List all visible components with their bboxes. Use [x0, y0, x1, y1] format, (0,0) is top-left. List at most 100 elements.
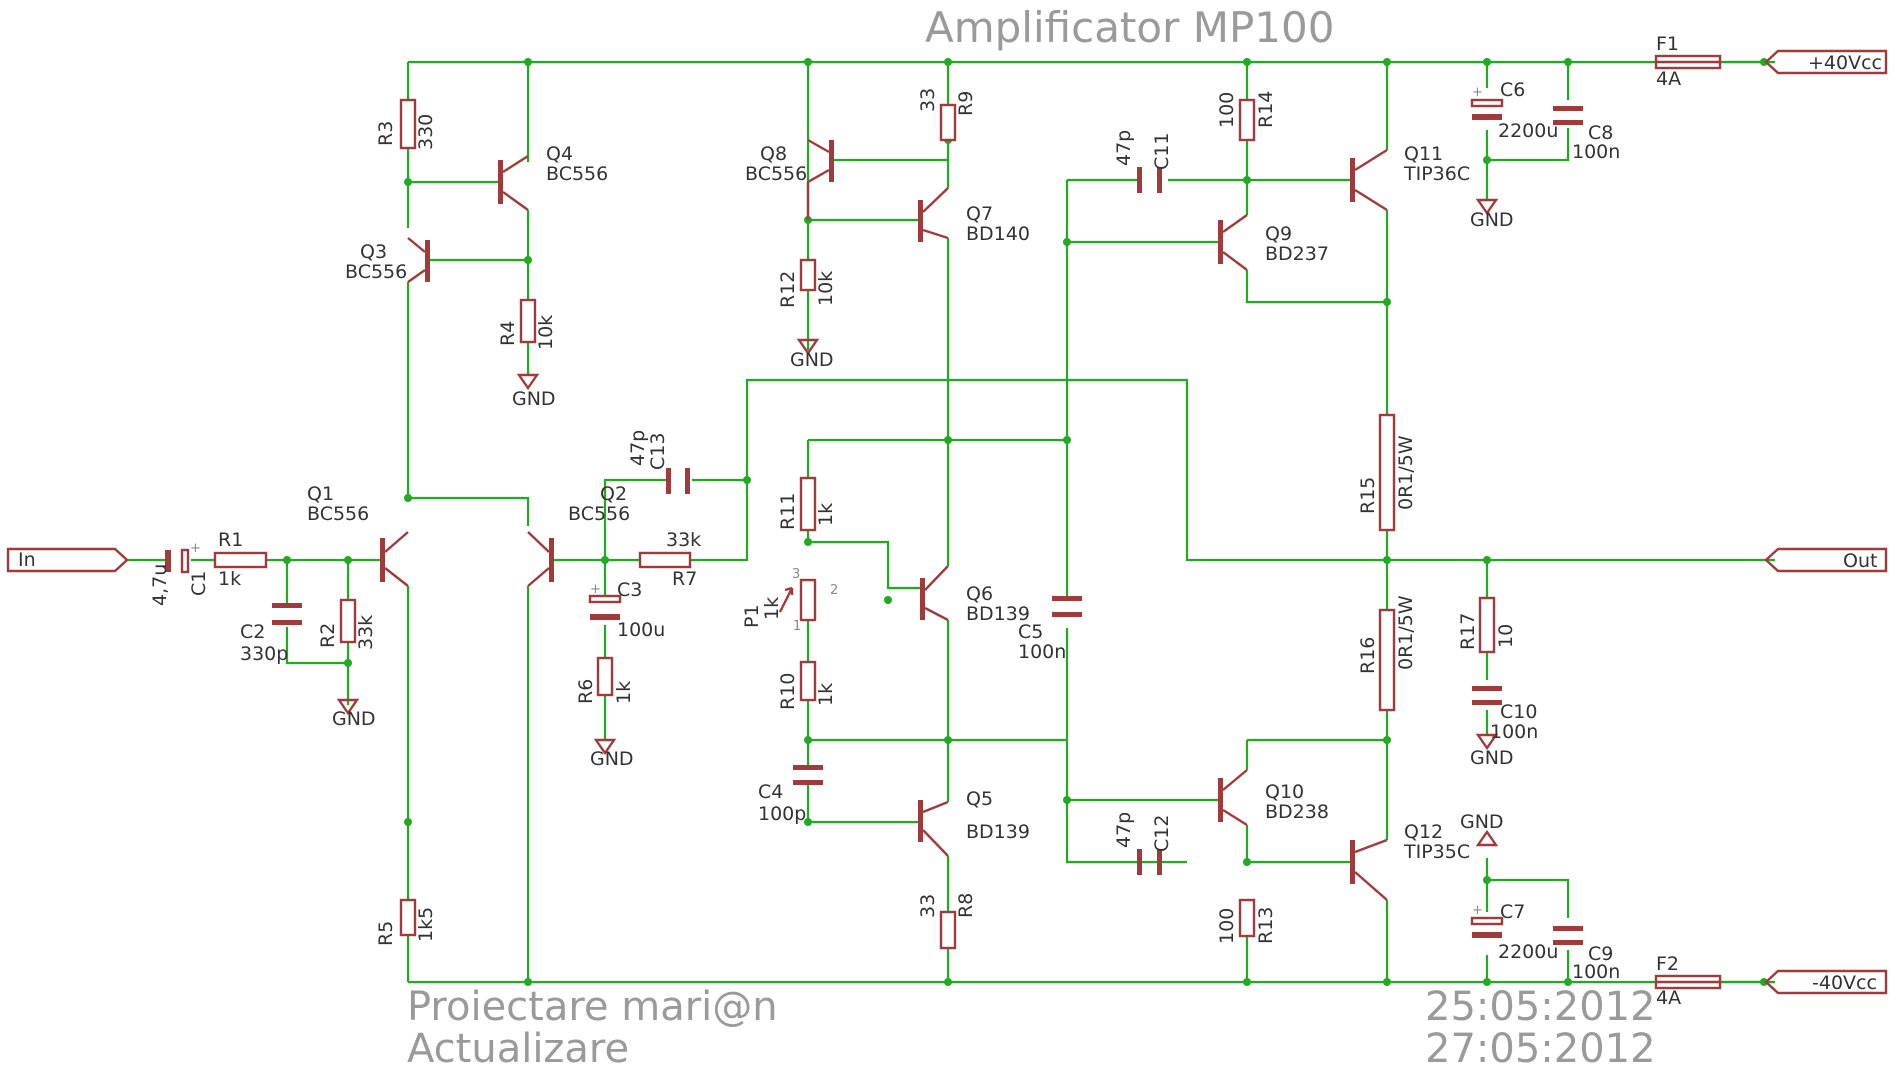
capacitor-c3: +	[588, 582, 622, 620]
c4-name: C4	[758, 781, 783, 803]
junctions	[283, 58, 1768, 986]
r7-name: R7	[672, 568, 697, 590]
transistor-q6	[920, 565, 949, 622]
capacitor-c1: +	[165, 541, 201, 574]
c13-value: 47p	[627, 430, 649, 466]
transistor-q5	[918, 800, 949, 857]
q7-value: BD140	[966, 223, 1030, 245]
p1-name: P1	[741, 604, 763, 628]
port-out-label: Out	[1843, 550, 1877, 572]
resistor-r15	[1378, 413, 1396, 532]
port-out	[1764, 547, 1888, 573]
transistor-q3	[407, 237, 430, 283]
capacitor-c2	[272, 603, 302, 625]
r13-name: R13	[1255, 907, 1277, 944]
q4-value: BC556	[546, 163, 608, 185]
q6-name: Q6	[966, 583, 993, 605]
capacitor-c4	[793, 765, 823, 785]
fuse-f1-name: F1	[1656, 33, 1679, 55]
capacitor-c8	[1553, 106, 1583, 125]
gnd-label: GND	[790, 349, 834, 371]
fuse-f1-value: 4A	[1656, 68, 1681, 90]
ground-symbols	[336, 198, 1499, 847]
labels: Amplificator MP100 In Out +40Vcc -40Vcc …	[18, 3, 1882, 1072]
q2-value: BC556	[568, 503, 630, 525]
footer-author: Proiectare mari@n	[407, 984, 778, 1030]
wires	[125, 60, 1775, 984]
gnd-icon	[516, 373, 540, 391]
q12-name: Q12	[1404, 821, 1443, 843]
gnd-icon	[593, 738, 617, 756]
c7-name: C7	[1500, 901, 1525, 923]
r10-name: R10	[777, 673, 799, 710]
q6-value: BD139	[966, 603, 1030, 625]
gnd-icon	[796, 338, 820, 356]
c12-value: 47p	[1113, 812, 1135, 848]
r4-name: R4	[497, 321, 519, 346]
port-in	[6, 547, 129, 573]
resistor-r14	[1238, 98, 1256, 142]
resistor-r3	[399, 98, 417, 150]
q3-value: BC556	[345, 261, 407, 283]
q5-name: Q5	[966, 788, 993, 810]
resistor-r9	[939, 103, 957, 142]
resistor-r8	[939, 910, 957, 950]
q4-name: Q4	[546, 143, 573, 165]
gnd-label: GND	[1460, 811, 1504, 833]
r6-value: 1k	[613, 681, 635, 704]
transistor-q2	[527, 531, 554, 587]
resistor-r6	[596, 656, 614, 697]
potentiometer-p1	[799, 578, 817, 622]
r17-value: 10	[1495, 624, 1517, 648]
r3-value: 330	[415, 114, 437, 150]
r9-name: R9	[955, 91, 977, 116]
r9-value: 33	[917, 88, 939, 112]
c8-value: 100n	[1572, 141, 1620, 163]
q8-value: BC556	[745, 163, 807, 185]
r8-name: R8	[955, 893, 977, 918]
r8-value: 33	[917, 894, 939, 918]
transistor-q8	[806, 138, 834, 220]
transistor-q12	[1350, 838, 1388, 901]
r10-value: 1k	[815, 683, 837, 706]
r12-value: 10k	[815, 271, 837, 306]
port-vpos-label: +40Vcc	[1808, 52, 1882, 74]
q12-value: TIP35C	[1403, 841, 1470, 863]
transistor-q4	[498, 154, 529, 211]
port-in-label: In	[18, 549, 36, 571]
footer-update-label: Actualizare	[407, 1026, 629, 1072]
capacitor-c11	[1137, 167, 1162, 193]
r6-name: R6	[575, 679, 597, 704]
resistor-r12	[799, 258, 817, 292]
resistor-r4	[519, 298, 537, 344]
c2-value: 330p	[240, 643, 288, 665]
r2-value: 33k	[355, 615, 377, 650]
q8-name: Q8	[760, 143, 787, 165]
q3-name: Q3	[360, 241, 387, 263]
resistors	[213, 98, 1496, 950]
resistor-r7	[638, 551, 692, 569]
transistors	[380, 138, 1388, 901]
transistor-q11	[1350, 148, 1388, 212]
q11-name: Q11	[1404, 143, 1443, 165]
r1-name: R1	[218, 529, 243, 551]
gnd-label: GND	[1470, 209, 1514, 231]
svg-text:+: +	[590, 582, 601, 597]
q11-value: TIP36C	[1403, 163, 1470, 185]
c2-name: C2	[240, 621, 265, 643]
svg-text:+: +	[1472, 903, 1483, 918]
capacitor-c10	[1472, 686, 1502, 705]
q10-name: Q10	[1265, 781, 1304, 803]
ports	[6, 49, 1888, 995]
c9-value: 100n	[1572, 961, 1620, 983]
r14-value: 100	[1216, 92, 1238, 128]
resistor-r17	[1478, 596, 1496, 654]
capacitors: + + + +	[165, 85, 1583, 945]
capacitor-c6: +	[1470, 85, 1504, 120]
gnd-label: GND	[590, 748, 634, 770]
q9-name: Q9	[1265, 223, 1292, 245]
resistor-r16	[1378, 608, 1396, 712]
q5-value: BD139	[966, 821, 1030, 843]
c7-value: 2200u	[1498, 941, 1558, 963]
